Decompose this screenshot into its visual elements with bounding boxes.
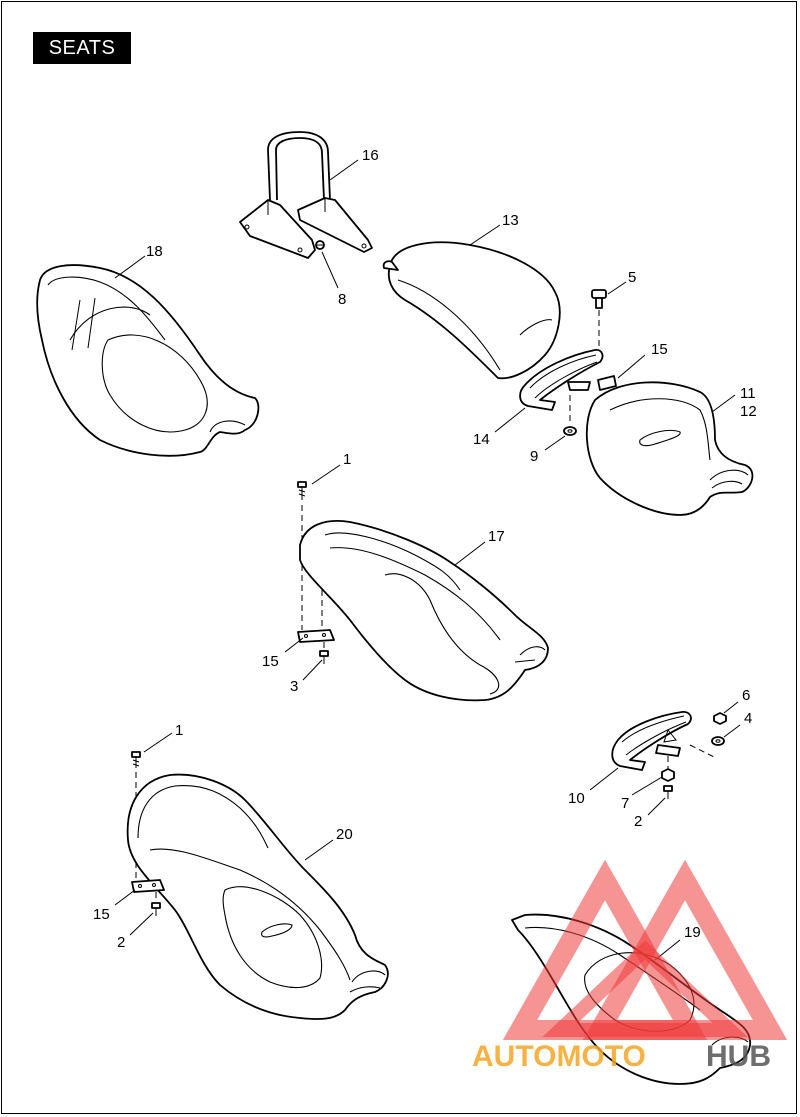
- washer-part-4: [689, 736, 725, 759]
- callout-6: 6: [742, 687, 750, 704]
- pillion-part-13: [382, 241, 561, 380]
- screw-part-2-left: [151, 892, 161, 916]
- callout-4: 4: [744, 710, 752, 727]
- callout-15-mid: 15: [262, 653, 279, 670]
- callout-11: 11: [740, 385, 756, 402]
- callout-20: 20: [336, 826, 353, 843]
- two-up-seat-part-17: [299, 520, 549, 702]
- watermark-text-automoto: AUTOMOTO: [472, 1040, 646, 1073]
- callout-3: 3: [290, 678, 298, 695]
- page-title: SEATS: [33, 32, 131, 64]
- callout-18: 18: [146, 243, 163, 260]
- screw-part-2-right: [663, 785, 673, 799]
- callout-labels: 16 18 13 5 8 15 11 12 14 9 1 17 15 3 6 4…: [93, 147, 757, 951]
- callout-13: 13: [502, 212, 519, 229]
- callout-7: 7: [621, 795, 629, 812]
- watermark-logo: AUTOMOTO HUB: [472, 859, 788, 1073]
- bracket-part-15-top: [597, 375, 617, 391]
- callout-5: 5: [628, 269, 636, 286]
- callout-12: 12: [740, 403, 757, 420]
- callout-16: 16: [362, 147, 379, 164]
- callout-2-right: 2: [634, 813, 642, 830]
- bracket-part-15-lower: [131, 879, 165, 893]
- sissy-bar-part-16: [239, 131, 373, 259]
- callout-1-lower: 1: [175, 722, 183, 739]
- washer-part-9: [563, 395, 577, 436]
- strap-part-14: [519, 349, 604, 411]
- leader-lines: [114, 159, 741, 961]
- bracket-part-15-mid: [297, 629, 335, 643]
- nut-part-6: [713, 712, 727, 725]
- callout-14: 14: [473, 431, 490, 448]
- callout-10: 10: [568, 790, 585, 807]
- callout-8: 8: [338, 291, 346, 308]
- callout-15-top: 15: [651, 341, 668, 358]
- callout-19: 19: [684, 924, 701, 941]
- nut-part-7: [661, 756, 675, 782]
- solo-seat-part-11-12: [585, 381, 754, 516]
- bolt-part-5: [591, 289, 607, 350]
- callout-17: 17: [488, 528, 505, 545]
- seat-part-18: [36, 264, 260, 457]
- two-up-seat-part-20: [126, 773, 389, 1020]
- callout-9: 9: [530, 448, 538, 465]
- watermark-text-hub: HUB: [706, 1040, 771, 1073]
- callout-15-lower: 15: [93, 906, 110, 923]
- callout-1-mid: 1: [343, 451, 351, 468]
- screw-part-8: [315, 240, 325, 250]
- strap-part-10: [611, 711, 692, 771]
- screw-part-3: [319, 642, 329, 664]
- callout-2-left: 2: [117, 934, 125, 951]
